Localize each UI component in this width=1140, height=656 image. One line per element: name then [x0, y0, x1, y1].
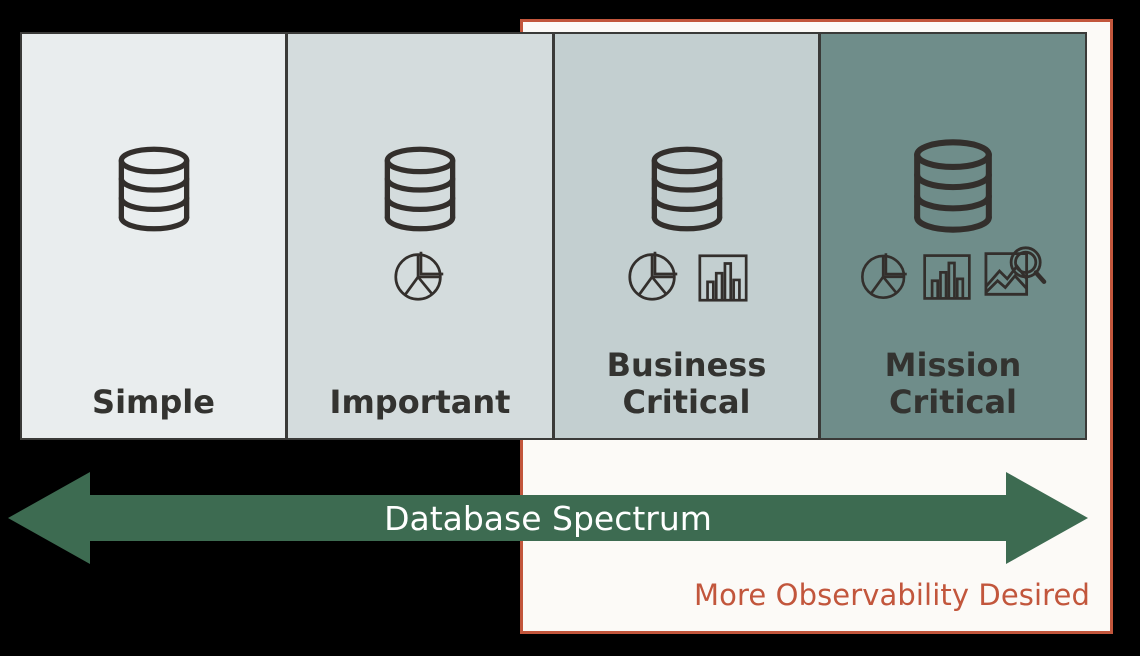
panel-label-line-2: Critical — [622, 383, 751, 422]
database-icon — [288, 138, 552, 240]
panel-business-critical[interactable]: Business Critical — [554, 32, 820, 440]
bar-chart-icon — [695, 250, 751, 311]
panel-mission-critical-label: Mission Critical — [821, 345, 1085, 423]
panel-label-line-1: Business — [606, 345, 767, 384]
pie-chart-icon — [623, 244, 685, 311]
database-spectrum-arrow — [8, 472, 1088, 564]
panel-business-critical-label: Business Critical — [555, 345, 818, 423]
observability-caption: More Observability Desired — [694, 578, 1090, 612]
panel-business-critical-icons — [555, 34, 818, 438]
image-search-icon — [980, 242, 1050, 309]
panel-mission-critical[interactable]: Mission Critical — [820, 32, 1087, 440]
database-icon — [555, 138, 818, 240]
panel-important-label: Important — [329, 383, 511, 422]
panel-simple-label: Simple — [92, 383, 215, 422]
panel-important-icons — [288, 34, 552, 438]
database-spectrum-panels: Simple — [20, 32, 1087, 440]
pie-chart-icon — [389, 244, 451, 311]
database-icon — [821, 130, 1085, 242]
pie-chart-icon — [856, 246, 914, 309]
panel-simple[interactable]: Simple — [20, 32, 287, 440]
panel-mission-critical-icons — [821, 34, 1085, 438]
database-icon — [22, 138, 285, 240]
bar-chart-icon — [920, 250, 974, 309]
panel-label-line-1: Mission — [884, 345, 1022, 384]
panel-important[interactable]: Important — [287, 32, 554, 440]
panel-label-line-2: Critical — [888, 383, 1018, 422]
panel-simple-icons — [22, 34, 285, 438]
